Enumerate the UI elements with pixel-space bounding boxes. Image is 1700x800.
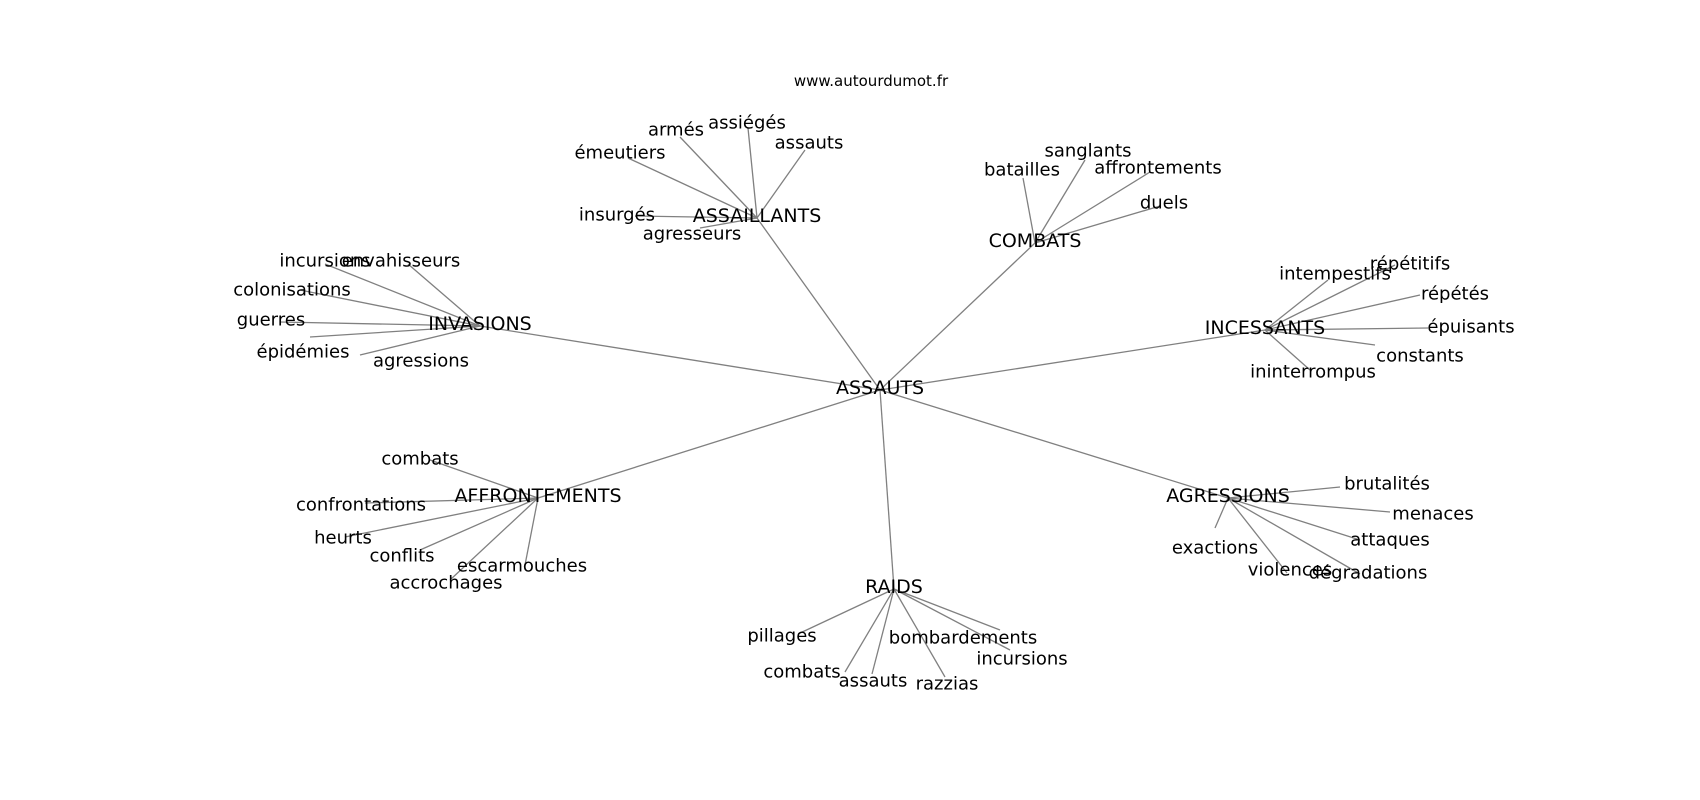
word-node[interactable]: exactions bbox=[1172, 538, 1258, 559]
word-node[interactable]: épuisants bbox=[1427, 317, 1514, 338]
word-node[interactable]: intempestifs bbox=[1279, 264, 1391, 285]
edge-group-to-word bbox=[699, 217, 758, 229]
edge-group-to-word bbox=[309, 325, 481, 338]
edge-group-to-word bbox=[324, 263, 481, 327]
word-node[interactable]: brutalités bbox=[1344, 474, 1430, 495]
edge-group-to-word bbox=[893, 588, 1011, 651]
word-node[interactable]: heurts bbox=[314, 528, 372, 549]
edge-center-to-group bbox=[879, 329, 1266, 391]
edge-center-to-group bbox=[879, 389, 1229, 499]
site-url: www.autourdumot.fr bbox=[793, 72, 949, 90]
edge-group-to-word bbox=[1227, 497, 1361, 575]
word-node[interactable]: agresseurs bbox=[643, 224, 742, 245]
edge-group-to-word bbox=[449, 497, 539, 581]
word-node[interactable]: ininterrompus bbox=[1250, 362, 1376, 383]
edge-group-to-word bbox=[1227, 486, 1341, 499]
edge-group-to-word bbox=[797, 588, 895, 635]
word-node[interactable]: attaques bbox=[1350, 530, 1429, 551]
word-node[interactable]: constants bbox=[1376, 346, 1464, 367]
word-node[interactable]: assiégés bbox=[708, 113, 786, 134]
word-node[interactable]: envahisseurs bbox=[342, 251, 461, 272]
edge-group-to-word bbox=[344, 497, 539, 538]
edge-group-to-word bbox=[893, 588, 1001, 631]
word-node[interactable]: incursions bbox=[279, 251, 370, 272]
edge-group-to-word bbox=[1264, 279, 1329, 331]
word-node[interactable]: affrontements bbox=[1094, 158, 1221, 179]
word-node[interactable]: émeutiers bbox=[574, 143, 665, 164]
edge-group-to-word bbox=[299, 289, 481, 327]
edge-group-to-word bbox=[1264, 294, 1421, 331]
word-node[interactable]: razzias bbox=[916, 674, 979, 695]
word-node[interactable]: colonisations bbox=[233, 280, 351, 301]
center-node[interactable]: ASSAUTS bbox=[836, 377, 924, 399]
edge-group-to-word bbox=[1227, 497, 1361, 541]
word-node[interactable]: dégradations bbox=[1309, 563, 1428, 584]
word-node[interactable]: conflits bbox=[369, 546, 434, 567]
word-node[interactable]: pillages bbox=[747, 626, 816, 647]
edge-center-to-group bbox=[756, 217, 881, 391]
edge-group-to-word bbox=[1034, 159, 1086, 244]
edge-group-to-word bbox=[1227, 497, 1391, 513]
word-node[interactable]: assauts bbox=[839, 671, 908, 692]
group-node[interactable]: INCESSANTS bbox=[1205, 317, 1325, 339]
edge-group-to-word bbox=[1264, 327, 1429, 331]
group-node[interactable]: RAIDS bbox=[865, 576, 923, 598]
word-node[interactable]: armés bbox=[648, 120, 704, 141]
group-node[interactable]: INVASIONS bbox=[428, 313, 532, 335]
word-node[interactable]: duels bbox=[1140, 193, 1188, 214]
edge-group-to-word bbox=[419, 497, 539, 551]
edge-group-to-word bbox=[1034, 205, 1161, 244]
edge-group-to-word bbox=[756, 149, 806, 219]
edge-group-to-word bbox=[627, 157, 758, 219]
edge-group-to-word bbox=[1214, 497, 1229, 529]
word-node[interactable]: confrontations bbox=[296, 495, 426, 516]
word-node[interactable]: batailles bbox=[984, 160, 1060, 181]
edge-center-to-group bbox=[479, 325, 881, 391]
word-node[interactable]: répétés bbox=[1421, 284, 1489, 305]
edge-group-to-word bbox=[429, 459, 539, 499]
edge-group-to-word bbox=[1264, 264, 1396, 331]
edge-group-to-word bbox=[679, 136, 758, 219]
edge-group-to-word bbox=[279, 321, 481, 327]
word-node[interactable]: agressions bbox=[373, 351, 469, 372]
edge-group-to-word bbox=[871, 588, 895, 675]
edge-group-to-word bbox=[747, 127, 758, 219]
edge-group-to-word bbox=[1264, 329, 1376, 346]
word-node[interactable]: combats bbox=[763, 662, 840, 683]
word-node[interactable]: combats bbox=[381, 449, 458, 470]
word-node[interactable]: épidémies bbox=[257, 342, 350, 363]
group-node[interactable]: AGRESSIONS bbox=[1166, 485, 1290, 507]
word-node[interactable]: menaces bbox=[1392, 504, 1473, 525]
edge-group-to-word bbox=[1034, 171, 1151, 244]
word-node[interactable]: bombardements bbox=[889, 628, 1037, 649]
word-node[interactable]: guerres bbox=[237, 310, 305, 331]
word-node[interactable]: insurgés bbox=[579, 205, 655, 226]
word-node[interactable]: assauts bbox=[775, 133, 844, 154]
edge-group-to-word bbox=[893, 588, 946, 678]
edge-group-to-word bbox=[364, 497, 539, 504]
edge-group-to-word bbox=[407, 263, 481, 327]
word-node[interactable]: sanglants bbox=[1044, 141, 1131, 162]
edge-group-to-word bbox=[634, 215, 758, 219]
edge-center-to-group bbox=[879, 389, 895, 590]
word-node[interactable]: répétitifs bbox=[1370, 254, 1450, 275]
group-node[interactable]: ASSAILLANTS bbox=[693, 205, 822, 227]
group-node[interactable]: COMBATS bbox=[989, 230, 1082, 252]
edge-center-to-group bbox=[537, 389, 881, 499]
group-node[interactable]: AFFRONTEMENTS bbox=[454, 485, 621, 507]
edge-group-to-word bbox=[1022, 177, 1036, 244]
edge-group-to-word bbox=[844, 588, 895, 673]
word-node[interactable]: incursions bbox=[976, 649, 1067, 670]
edge-center-to-group bbox=[879, 242, 1036, 391]
word-node[interactable]: escarmouches bbox=[457, 556, 587, 577]
edge-group-to-word bbox=[524, 497, 539, 566]
edge-group-to-word bbox=[1227, 497, 1288, 574]
word-node[interactable]: violences bbox=[1248, 560, 1333, 581]
edge-group-to-word bbox=[1264, 329, 1311, 371]
edge-group-to-word bbox=[359, 325, 481, 356]
word-node[interactable]: accrochages bbox=[389, 573, 502, 594]
